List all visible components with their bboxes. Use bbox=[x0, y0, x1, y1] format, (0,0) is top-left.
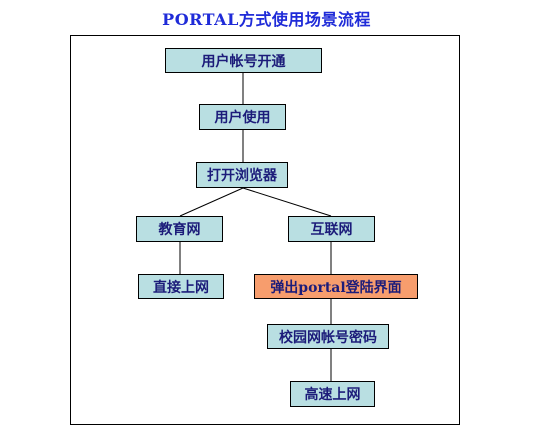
node-portal-login-popup: 弹出portal登陆界面 bbox=[254, 274, 418, 299]
node-high-speed-access: 高速上网 bbox=[290, 381, 375, 407]
node-open-browser: 打开浏览器 bbox=[196, 162, 288, 188]
node-direct-access: 直接上网 bbox=[138, 274, 224, 299]
node-user-usage: 用户使用 bbox=[199, 104, 286, 130]
node-campus-credentials: 校园网帐号密码 bbox=[267, 324, 389, 349]
edge-n3-n5 bbox=[242, 187, 332, 217]
node-account-opening: 用户帐号开通 bbox=[165, 48, 322, 73]
node-education-network: 教育网 bbox=[136, 216, 223, 242]
diagram-title: PORTAL方式使用场景流程 bbox=[162, 10, 371, 29]
edge-n3-n4 bbox=[179, 187, 244, 217]
node-internet: 互联网 bbox=[288, 216, 375, 242]
diagram-frame bbox=[70, 35, 460, 425]
